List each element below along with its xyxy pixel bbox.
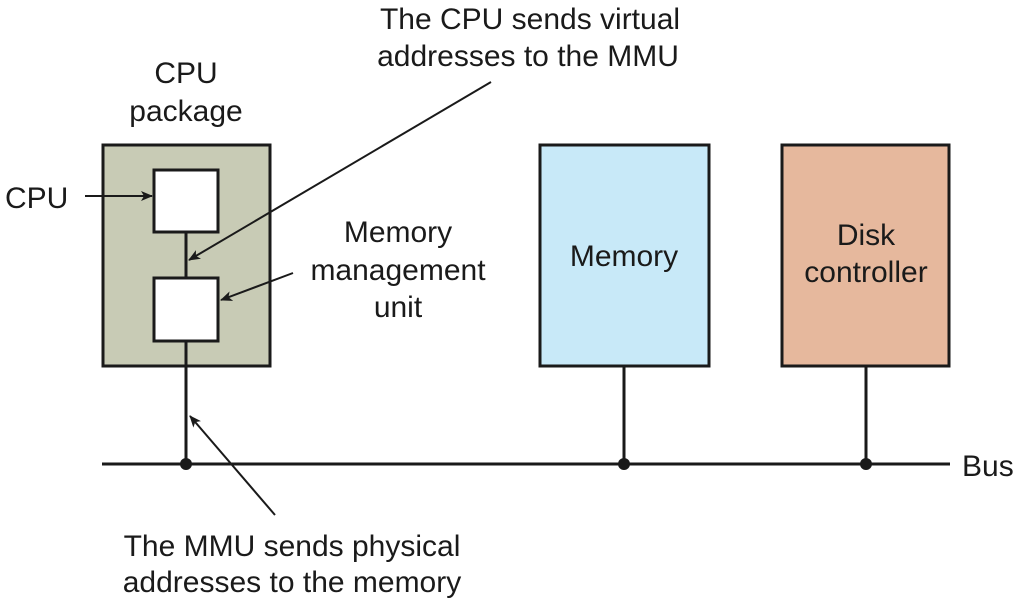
- bus-label: Bus: [962, 450, 1014, 483]
- cpu-package-label-1: CPU: [154, 57, 217, 90]
- bus-junction-cpu: [180, 458, 192, 470]
- mmu-label-1: Memory: [344, 216, 452, 249]
- memory-label: Memory: [570, 240, 678, 273]
- disk-controller-box: [780, 143, 951, 368]
- mmu-arrow: [220, 272, 294, 301]
- disk-label-2: controller: [804, 256, 927, 289]
- bus-junction-memory: [618, 458, 630, 470]
- mmu-chip: [152, 276, 220, 343]
- mmu-label-2: management: [310, 254, 486, 287]
- cpu-virtual-label-2: addresses to the MMU: [377, 40, 679, 73]
- bus-junction-disk: [860, 458, 872, 470]
- mmu-physical-label-2: addresses to the memory: [123, 566, 461, 599]
- cpu-label: CPU: [5, 182, 68, 215]
- cpu-chip: [152, 168, 220, 234]
- cpu-package-label-2: package: [129, 95, 242, 128]
- mmu-label-3: unit: [374, 291, 423, 324]
- mmu-physical-label-1: The MMU sends physical: [124, 530, 461, 563]
- virtual-address-arrow: [188, 81, 492, 261]
- disk-label-1: Disk: [837, 219, 896, 252]
- physical-address-arrow: [189, 415, 276, 516]
- cpu-virtual-label-1: The CPU sends virtual: [380, 3, 680, 36]
